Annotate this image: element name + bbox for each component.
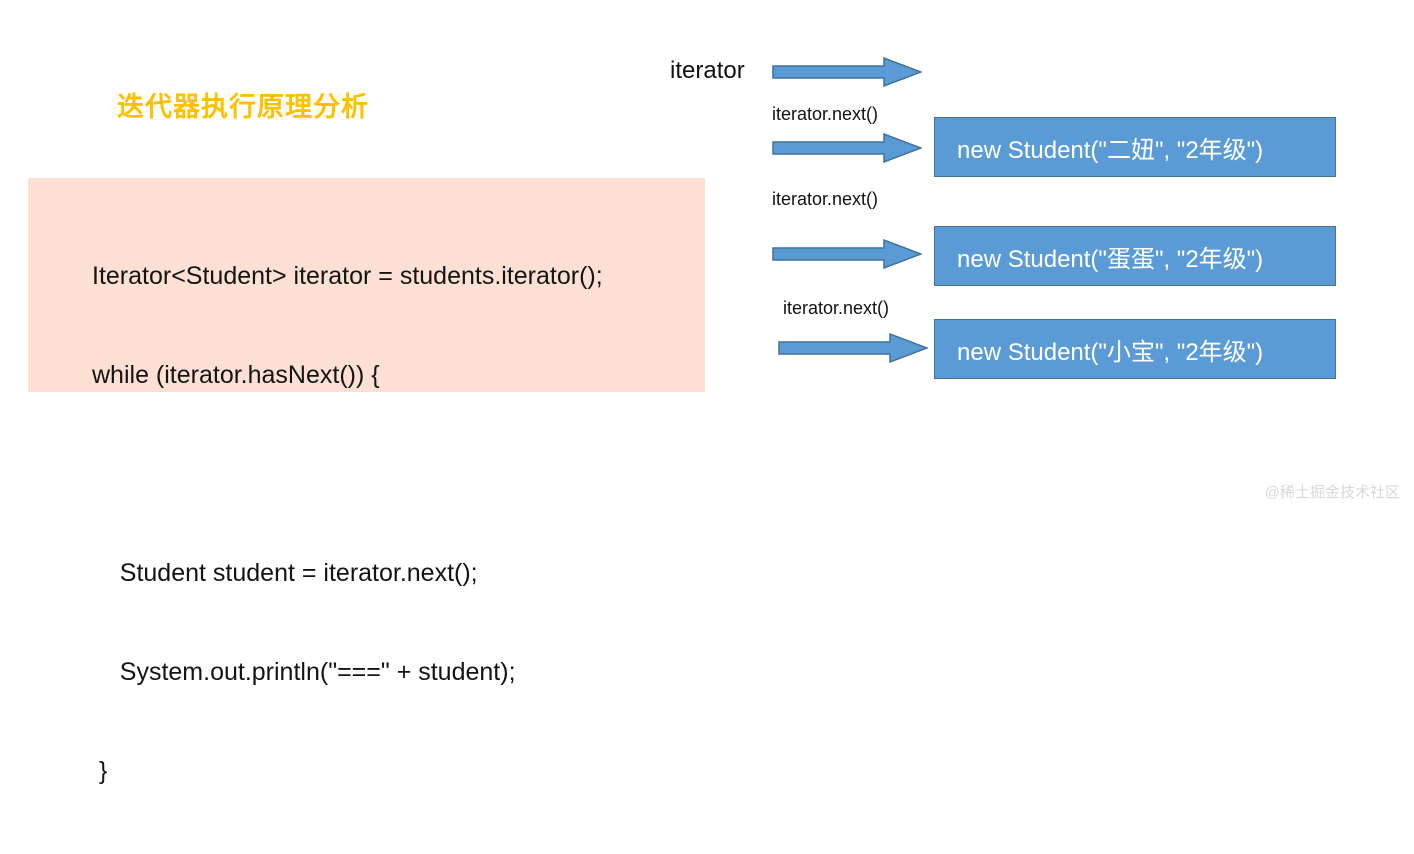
code-block: Iterator<Student> iterator = students.it…	[28, 178, 705, 785]
code-line: while (iterator.hasNext()) {	[92, 361, 380, 389]
student-box-3: new Student("小宝", "2年级")	[934, 319, 1336, 379]
student-box-label: new Student("蛋蛋", "2年级")	[957, 245, 1264, 273]
arrow-icon-step-2	[772, 239, 922, 269]
step-label-3: iterator.next()	[783, 298, 890, 318]
step-label-1: iterator.next()	[772, 104, 879, 124]
student-box-2: new Student("蛋蛋", "2年级")	[934, 226, 1336, 286]
code-line-blank	[92, 458, 603, 491]
student-box-1: new Student("二妞", "2年级")	[934, 117, 1336, 177]
code-line: }	[92, 757, 108, 785]
watermark: @稀土掘金技术社区	[1264, 484, 1400, 501]
page-title: 迭代器执行原理分析	[117, 92, 369, 122]
student-box-label: new Student("小宝", "2年级")	[957, 338, 1264, 366]
student-box-label: new Student("二妞", "2年级")	[957, 136, 1264, 164]
arrow-icon-step-1	[772, 133, 922, 163]
arrow-icon-entry	[772, 57, 922, 87]
code-line: Iterator<Student> iterator = students.it…	[92, 262, 603, 290]
step-label-2: iterator.next()	[772, 189, 879, 209]
iterator-label: iterator	[670, 57, 745, 84]
code-line: System.out.println("===" + student);	[92, 658, 516, 686]
code-listing: Iterator<Student> iterator = students.it…	[92, 194, 603, 854]
code-line: Student student = iterator.next();	[92, 559, 478, 587]
arrow-icon-step-3	[778, 333, 928, 363]
